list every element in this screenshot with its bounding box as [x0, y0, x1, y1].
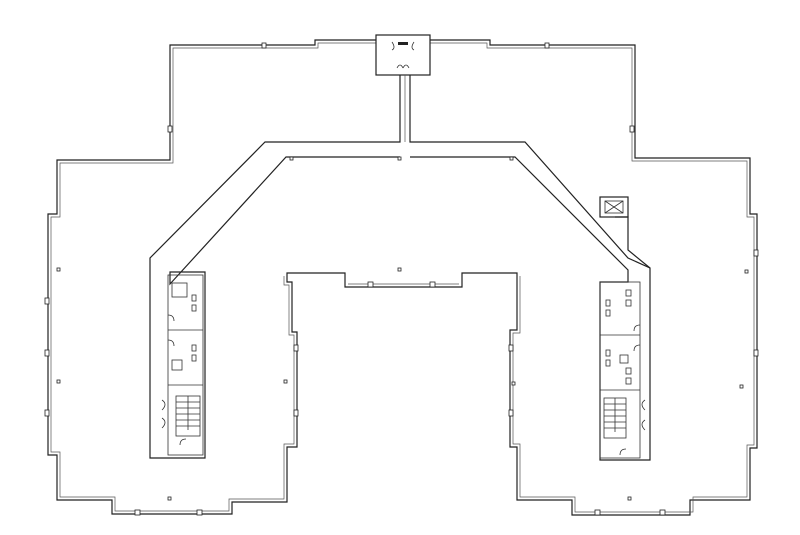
elevator: [599, 196, 651, 269]
stairs: [603, 397, 627, 439]
columns: [44, 42, 759, 516]
stairs: [175, 395, 201, 437]
entrance-vestibule: [375, 34, 431, 76]
right-core: [599, 281, 646, 459]
exterior-wall: [47, 39, 758, 516]
corridor: [149, 75, 651, 461]
left-core: [161, 274, 204, 456]
